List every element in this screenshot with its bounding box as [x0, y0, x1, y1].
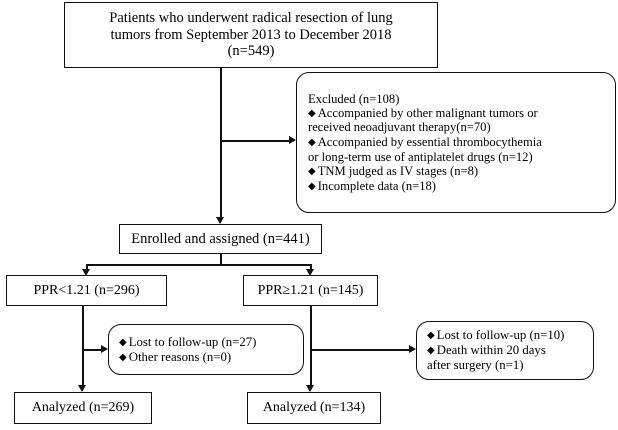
connector-to-excluded — [220, 140, 290, 142]
node-enrollment: Patients who underwent radical resection… — [64, 2, 438, 68]
dropout-right-item-1-text: Lost to follow-up (n=10) — [436, 328, 565, 343]
excluded-item-4: ◆Incomplete data (n=18) — [308, 179, 615, 194]
analyzed-right-label: Analyzed (n=134) — [262, 400, 366, 416]
connector-ppr-low-to-analyzed — [82, 306, 84, 386]
connector-split-bar — [86, 264, 311, 266]
arrowhead-dropout-left — [101, 345, 108, 353]
enrollment-line-2: tumors from September 2013 to December 2… — [110, 26, 392, 43]
ppr-low-label: PPR<1.21 (n=296) — [33, 282, 140, 298]
connector-split-right — [310, 264, 312, 272]
node-analyzed-ppr-high: Analyzed (n=134) — [247, 392, 381, 424]
node-ppr-low-group: PPR<1.21 (n=296) — [6, 275, 167, 306]
dropout-right-item-2: ◆Death within 20 days — [427, 343, 593, 358]
node-enrolled-and-assigned: Enrolled and assigned (n=441) — [119, 224, 322, 254]
enrollment-line-3: (n=549) — [227, 43, 275, 60]
arrowhead-dropout-right — [409, 345, 416, 353]
excluded-item-1-text: Accompanied by other malignant tumors or — [317, 105, 538, 120]
arrowhead-analyzed-right — [306, 385, 314, 392]
connector-to-dropout-right — [310, 349, 410, 351]
dropout-right-item-2-text: Death within 20 days — [436, 343, 546, 358]
connector-split-left — [86, 264, 88, 272]
diamond-bullet-icon: ◆ — [308, 180, 316, 192]
excluded-item-3-text: TNM judged as IV stages (n=8) — [317, 164, 479, 179]
connector-ppr-high-to-analyzed — [310, 306, 312, 386]
diamond-bullet-icon: ◆ — [308, 107, 316, 119]
arrowhead-ppr-high — [306, 269, 314, 276]
dropout-right-item-2-cont: after surgery (n=1) — [427, 357, 524, 372]
excluded-heading: Excluded (n=108) — [308, 91, 400, 106]
analyzed-left-label: Analyzed (n=269) — [31, 400, 135, 416]
dropout-left-item-1-text: Lost to follow-up (n=27) — [128, 334, 257, 349]
enrollment-line-1: Patients who underwent radical resection… — [109, 10, 393, 27]
dropout-left-item-1: ◆Lost to follow-up (n=27) — [119, 335, 303, 350]
diamond-bullet-icon: ◆ — [427, 345, 435, 357]
node-ppr-high-group: PPR≥1.21 (n=145) — [243, 275, 378, 306]
diamond-bullet-icon: ◆ — [119, 351, 127, 363]
connector-enrolled-stem — [220, 254, 222, 266]
diamond-bullet-icon: ◆ — [308, 166, 316, 178]
arrowhead-analyzed-left — [78, 385, 86, 392]
excluded-item-1: ◆Accompanied by other malignant tumors o… — [308, 106, 615, 121]
diamond-bullet-icon: ◆ — [308, 137, 316, 149]
dropout-right-item-1: ◆Lost to follow-up (n=10) — [427, 328, 593, 343]
excluded-item-1-cont: received neoadjuvant therapy(n=70) — [308, 120, 491, 135]
dropout-left-item-2: ◆Other reasons (n=0) — [119, 350, 303, 365]
connector-to-dropout-left — [82, 349, 102, 351]
connector-enrollment-to-enrolled — [220, 68, 222, 218]
node-analyzed-ppr-low: Analyzed (n=269) — [14, 392, 152, 424]
enrolled-label: Enrolled and assigned (n=441) — [131, 230, 310, 247]
ppr-high-label: PPR≥1.21 (n=145) — [257, 282, 364, 298]
diamond-bullet-icon: ◆ — [119, 336, 127, 348]
arrowhead-excluded — [289, 136, 296, 144]
node-dropout-ppr-low: ◆Lost to follow-up (n=27) ◆Other reasons… — [108, 324, 304, 375]
excluded-item-2-cont: or long-term use of antiplatelet drugs (… — [308, 149, 533, 164]
excluded-item-2-text: Accompanied by essential thrombocythemia — [317, 135, 542, 150]
node-dropout-ppr-high: ◆Lost to follow-up (n=10) ◆Death within … — [416, 321, 594, 380]
diamond-bullet-icon: ◆ — [427, 330, 435, 342]
arrowhead-enrolled — [216, 217, 224, 224]
arrowhead-ppr-low — [82, 269, 90, 276]
excluded-item-2: ◆Accompanied by essential thrombocythemi… — [308, 135, 615, 150]
excluded-item-4-text: Incomplete data (n=18) — [317, 178, 437, 193]
dropout-left-item-2-text: Other reasons (n=0) — [128, 349, 232, 364]
node-excluded: Excluded (n=108) ◆Accompanied by other m… — [296, 72, 616, 213]
excluded-item-3: ◆TNM judged as IV stages (n=8) — [308, 164, 615, 179]
